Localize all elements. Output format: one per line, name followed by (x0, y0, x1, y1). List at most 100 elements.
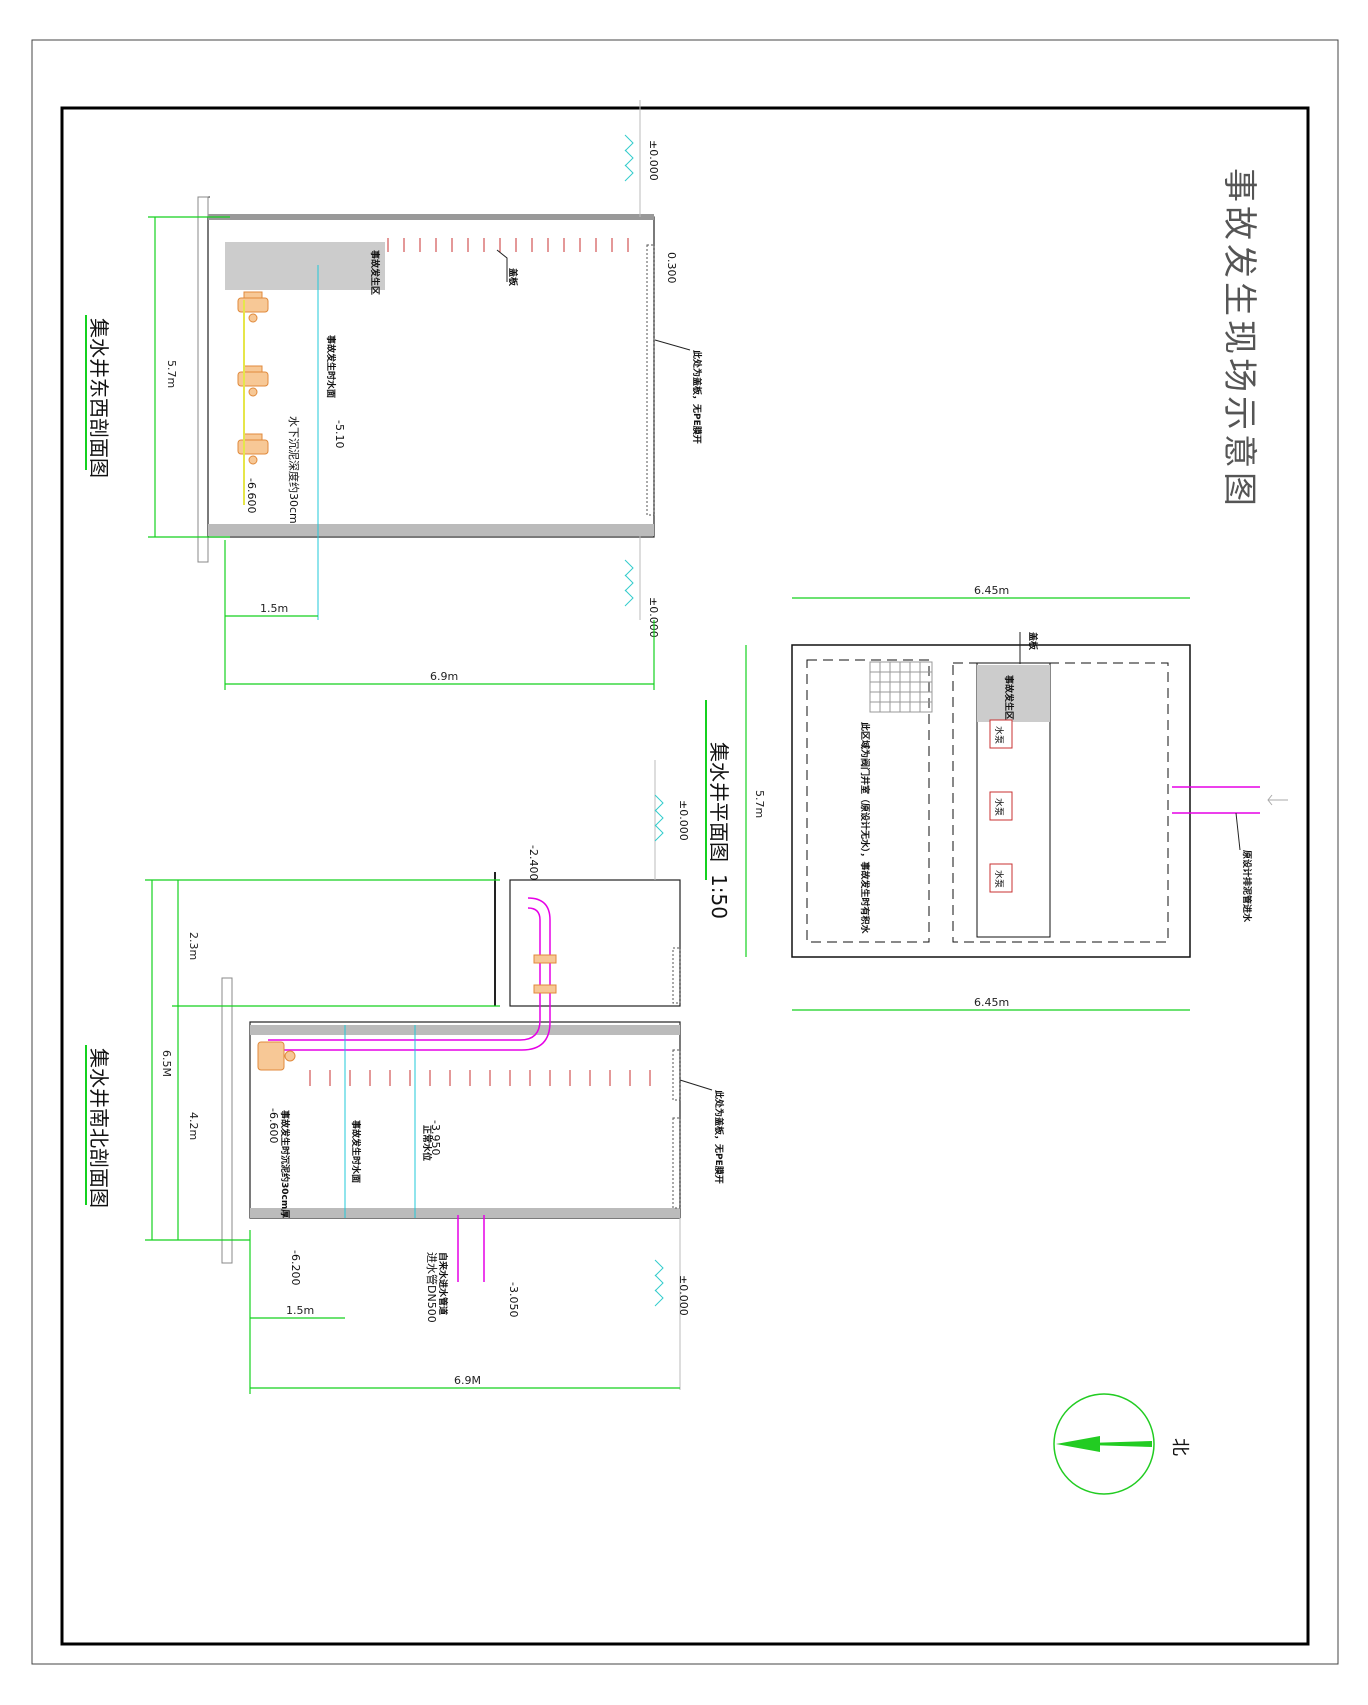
plan-cover-label-group: 盖板 (1027, 632, 1039, 651)
north-label: 北 (1169, 1438, 1190, 1456)
ew-level-a-group: -5.10 (333, 420, 346, 448)
ns-elev-f: -3.050 (507, 1282, 520, 1317)
ns-level-note-group: 事故发生时水面 (350, 1120, 362, 1183)
plan-dim-side-label: 5.7m (753, 790, 766, 818)
plan-flow-arrow (1267, 794, 1288, 806)
ns-dim-upper-label: 2.3m (187, 932, 200, 960)
plan-inlet-pipe (1172, 786, 1260, 814)
ns-wall-note-group: 此处为盖板，无PE膜开 (713, 1090, 725, 1184)
main-title: 事故发生现场示意图 (1219, 168, 1259, 510)
ns-elev-d: -6.600 (267, 1108, 280, 1143)
ew-section-title: 集水井东西剖面图 (87, 318, 111, 478)
ns-upper-chamber (509, 879, 681, 1007)
plan-pump-1 (989, 719, 1013, 749)
ew-elev-top-text: ±0.000 (647, 140, 660, 181)
plan-pump-3-label-group: 水泵 (993, 870, 1005, 888)
ns-wall-hatch-3 (672, 1117, 681, 1209)
plan-title: 集水井平面图 (707, 742, 731, 862)
plan-pump-3-label: 水泵 (993, 870, 1005, 888)
ns-dim-upper-label-group: 2.3m (187, 932, 200, 960)
ew-wall-note: 此处为盖板，无PE膜开 (691, 350, 703, 444)
ns-elev-g: ±0.000 (677, 1275, 690, 1316)
ew-level-b: -6.600 (245, 478, 258, 513)
north-arrow-needle (1056, 1441, 1152, 1447)
plan-dim-top-label: 6.45m (974, 584, 1009, 597)
ns-pipe-note-1: 自来水进水管道 (437, 1252, 449, 1315)
plan-cover-label: 盖板 (1027, 632, 1039, 651)
main-title-group: 事故发生现场示意图 (1219, 168, 1259, 510)
ew-cover-label-group: 盖板 (507, 268, 519, 287)
ew-cover-label: 盖板 (507, 268, 519, 287)
north-arrow-circle (1053, 1393, 1155, 1495)
ew-elev-bottom-text: ±0.000 (647, 597, 660, 638)
plan-pump-bay (976, 662, 1051, 938)
ew-title-group: 集水井东西剖面图 (87, 318, 111, 478)
plan-accident-area (977, 665, 1050, 722)
ew-rebar-row (387, 238, 629, 252)
ns-normal-level: 正常水位 (421, 1125, 433, 1161)
ew-wall-note-group: 此处为盖板，无PE膜开 (691, 350, 703, 444)
ew-sludge-note-group: 水下沉泥深度约30cm (287, 416, 301, 524)
ew-wall-note-leader (654, 339, 691, 351)
plan-outline (791, 644, 1191, 958)
plan-pipe-leader (1235, 812, 1241, 851)
ew-pump-1 (237, 291, 269, 323)
inner-frame (60, 106, 1310, 1646)
plan-pipe-note-group: 原设计排泥管进水 (1241, 850, 1253, 923)
ns-pipe-note-2: 进水管DN500 (425, 1252, 439, 1323)
north-arrow-tail (1056, 1436, 1100, 1452)
plan-pump-2-label: 水泵 (993, 798, 1005, 816)
ew-ground-hatch-bottom (624, 559, 634, 607)
ns-title-group: 集水井南北剖面图 (87, 1048, 111, 1208)
ew-accident-area (225, 242, 385, 290)
plan-pump-2-label-group: 水泵 (993, 798, 1005, 816)
ew-left-wall-outer (197, 196, 209, 563)
plan-scale: 1:50 (707, 874, 731, 919)
ew-elev-bottom: ±0.000 (647, 597, 660, 638)
ns-valve-2 (533, 984, 557, 994)
ns-dim-width-label: 6.9M (454, 1374, 481, 1387)
ns-level-note: 事故发生时水面 (350, 1120, 362, 1183)
plan-valve-room (806, 659, 930, 943)
ns-tank-outline (249, 1021, 681, 1219)
plan-left-note-group: 此区域为阀门井室（原设计无水），事故发生时有积水 (859, 722, 871, 935)
ns-elev-f-group: -3.050 (507, 1282, 520, 1317)
ew-pump-2 (237, 365, 269, 397)
ns-elev-c-group: -3.950 (429, 1120, 442, 1155)
plan-pump-1-label: 水泵 (993, 726, 1005, 744)
ns-wall-hatch-1 (672, 947, 681, 1004)
ew-dim-offset-label: 1.5m (260, 602, 288, 615)
ew-level-a: -5.10 (333, 420, 346, 448)
ns-left-wall-outer (221, 977, 233, 1264)
outer-frame (31, 39, 1339, 1665)
ns-wall-note-leader (679, 1079, 713, 1091)
ns-elev-g-group: ±0.000 (677, 1275, 690, 1316)
plan-pump-2 (989, 791, 1013, 821)
plan-accident-label: 事故发生区 (1003, 675, 1015, 720)
ew-accident-label-group: 事故发生区 (369, 250, 381, 295)
ew-level-b-group: -6.600 (245, 478, 258, 513)
ew-ground-hatch-top (624, 134, 634, 182)
ns-ground-hatch-bottom (654, 1259, 664, 1307)
plan-pump-1-label-group: 水泵 (993, 726, 1005, 744)
ew-accident-label: 事故发生区 (369, 250, 381, 295)
ew-level-note-group: 事故发生时水面 (325, 335, 337, 398)
ew-right-wall-hatch (646, 244, 655, 516)
plan-grating (869, 661, 933, 713)
ns-rebar-row (309, 1070, 651, 1086)
ew-elev-inner-text: 0.300 (665, 252, 678, 284)
ns-inlet-pipe (457, 1215, 485, 1282)
ns-elev-c: -3.950 (429, 1120, 442, 1155)
ns-valve-1 (533, 954, 557, 964)
ns-pipe-note-group: 自来水进水管道 进水管DN500 (425, 1252, 449, 1323)
plan-sump-area (952, 662, 1169, 943)
ns-elev-b: -2.400 (527, 845, 540, 880)
ew-cover-leader (496, 249, 508, 282)
ew-sludge-note: 水下沉泥深度约30cm (287, 416, 301, 524)
ew-dim-height-label-group: 5.7m (165, 360, 178, 388)
north-label-group: 北 (1169, 1438, 1190, 1456)
ns-wall-note: 此处为盖板，无PE膜开 (713, 1090, 725, 1184)
ns-sludge-note-group: 事故发生时沉泥约30cm厚 (279, 1110, 291, 1218)
ew-dim-height-label: 5.7m (165, 360, 178, 388)
